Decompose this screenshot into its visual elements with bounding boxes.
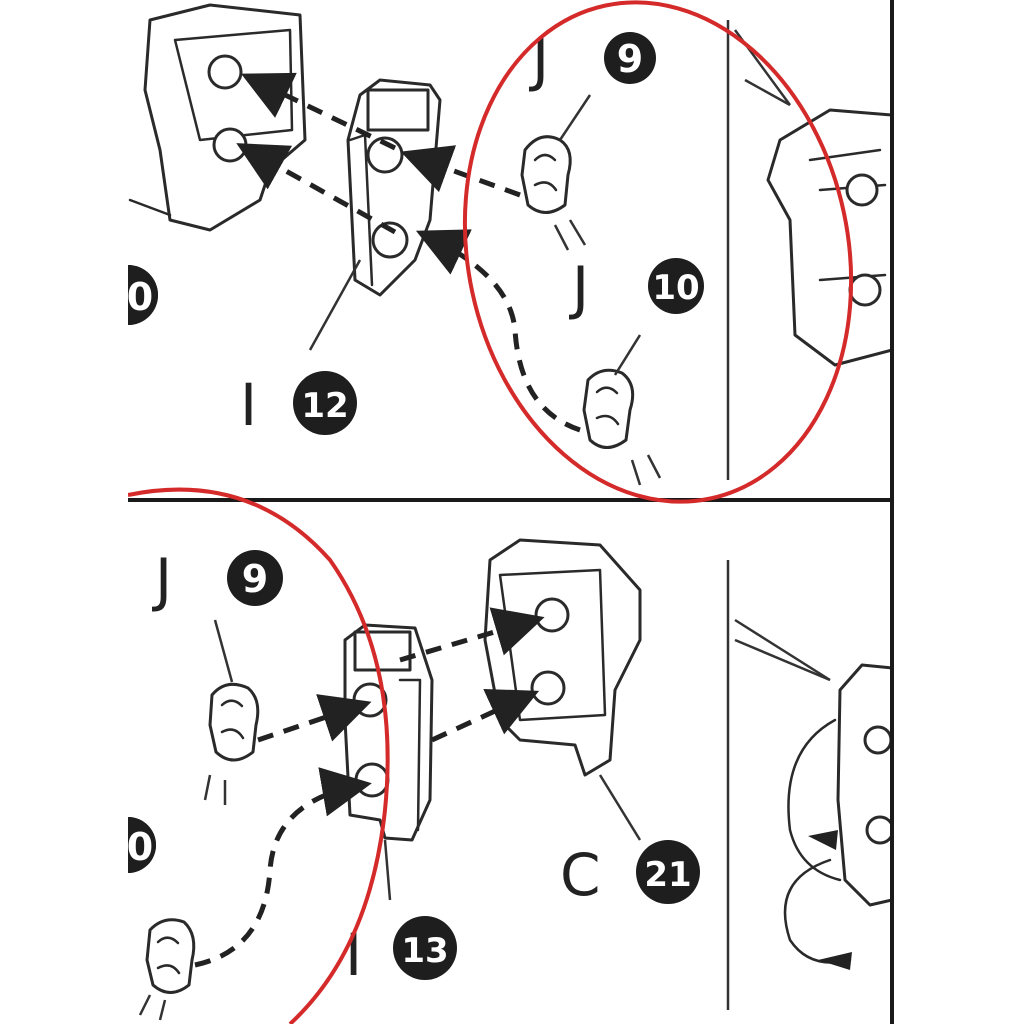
- top-label-j10: J 10: [569, 254, 704, 322]
- svg-text:9: 9: [617, 37, 643, 81]
- top-tick-marks: [553, 219, 587, 251]
- right-margin-mask: [892, 0, 1024, 1024]
- label-number-circle: [648, 258, 704, 314]
- bottom-label-i13: I 13: [345, 916, 457, 989]
- bottom-arrow-4: [194, 767, 372, 968]
- top-tick-marks-2: [630, 454, 662, 486]
- svg-text:J: J: [529, 26, 549, 94]
- bottom-highlight-ellipse: [127, 487, 390, 1024]
- svg-text:10: 10: [652, 268, 699, 308]
- top-panel: J 9 J 10 I 12 0: [98, 0, 894, 504]
- bottom-tick-marks-2: [138, 994, 167, 1021]
- svg-text:J: J: [569, 254, 589, 322]
- svg-text:I: I: [345, 921, 362, 989]
- bottom-j9-pin: [208, 682, 260, 762]
- svg-text:9: 9: [242, 557, 268, 601]
- inset-arrow: [808, 830, 838, 850]
- bottom-label-c21: C 21: [560, 840, 700, 909]
- label-number-circle: [293, 371, 357, 435]
- bottom-arrow-2: [430, 688, 540, 743]
- svg-text:I: I: [240, 371, 257, 439]
- label-number-circle: [227, 550, 283, 606]
- bottom-label-j9: J 9: [152, 546, 283, 614]
- svg-text:13: 13: [401, 931, 448, 971]
- bottom-leader-c21: [598, 774, 642, 841]
- top-j10-pin: [582, 368, 635, 449]
- bottom-leader-i13: [383, 839, 392, 901]
- top-arrow-4: [415, 229, 581, 433]
- top-inset-part: [733, 29, 894, 367]
- bottom-inset-part: [734, 618, 895, 970]
- svg-text:12: 12: [301, 386, 348, 426]
- bottom-arrow-1: [399, 607, 545, 663]
- label-number-circle: [604, 32, 656, 84]
- top-label-i12: I 12: [240, 371, 357, 439]
- top-leader-i12: [308, 259, 362, 351]
- top-leader-j10: [613, 334, 642, 376]
- svg-text:21: 21: [644, 855, 691, 895]
- bottom-lower-pin: [145, 918, 196, 994]
- top-arrow-3: [400, 145, 521, 198]
- cutoff-number-top: 0: [127, 275, 153, 319]
- top-leader-j9: [558, 94, 592, 141]
- top-label-j9: J 9: [529, 26, 656, 94]
- bottom-tick-marks: [203, 774, 227, 805]
- top-j9-pin: [520, 135, 572, 214]
- svg-text:J: J: [152, 546, 172, 614]
- bottom-arrow-3: [257, 694, 372, 743]
- bottom-leader-j9: [213, 619, 234, 683]
- inset-arrow: [818, 952, 852, 970]
- left-margin-mask-final: [0, 0, 128, 1024]
- cutoff-number-bottom: 0: [127, 825, 153, 869]
- label-number-circle: [636, 840, 700, 904]
- top-arrow-2: [236, 143, 397, 235]
- label-number-circle: [393, 916, 457, 980]
- top-highlight-ellipse: [462, 0, 854, 504]
- svg-text:C: C: [560, 841, 601, 909]
